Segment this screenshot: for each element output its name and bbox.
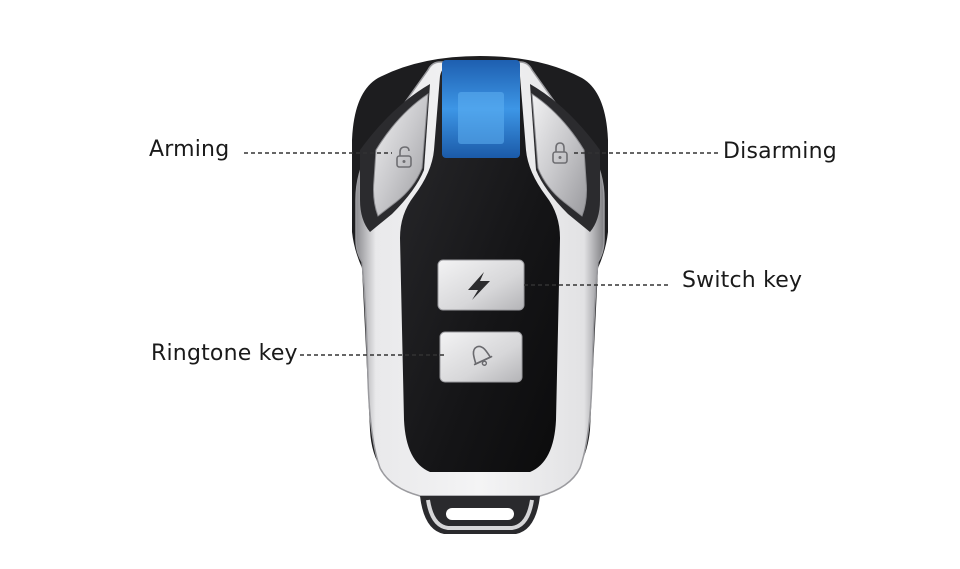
disarming-button[interactable] xyxy=(531,93,587,217)
ringtone-key-button[interactable] xyxy=(439,331,523,383)
bell-icon xyxy=(472,345,493,366)
label-switch-key: Switch key xyxy=(682,268,803,293)
led-window-highlight xyxy=(458,92,504,144)
label-ringtone-key: Ringtone key xyxy=(151,341,298,366)
closed-lock-icon xyxy=(552,142,568,164)
keyring-loop xyxy=(420,496,540,534)
lightning-bolt-icon xyxy=(468,272,490,300)
switch-key-button[interactable] xyxy=(437,259,525,311)
arming-button[interactable] xyxy=(373,93,429,217)
label-disarming: Disarming xyxy=(723,139,837,164)
label-arming: Arming xyxy=(149,137,230,162)
open-lock-icon xyxy=(396,146,412,168)
